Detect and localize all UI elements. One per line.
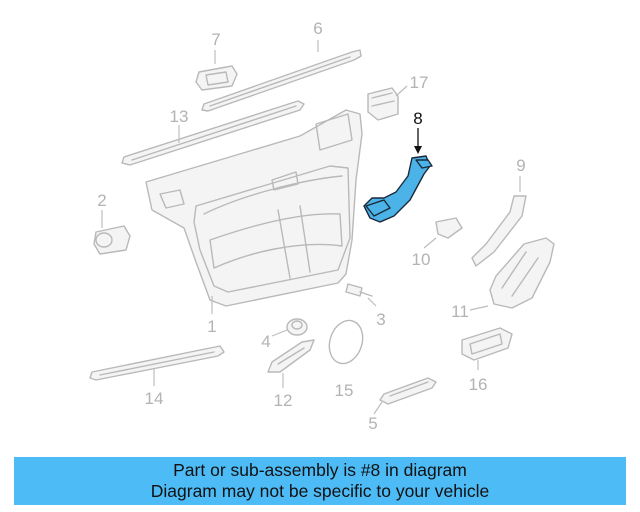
part-10-clip xyxy=(435,217,463,239)
part-2-grommet xyxy=(93,225,131,255)
part-4-cap xyxy=(286,318,308,336)
callout-7: 7 xyxy=(211,30,220,49)
part-15-round-seal xyxy=(328,319,364,365)
callout-14: 14 xyxy=(145,389,164,408)
callout-9: 9 xyxy=(516,156,525,175)
callout-2: 2 xyxy=(97,191,106,210)
callout-4: 4 xyxy=(261,332,270,351)
part-9-pillar-trim xyxy=(471,195,527,267)
callout-8: 8 xyxy=(413,109,422,128)
callout-17: 17 xyxy=(410,73,429,92)
callout-6: 6 xyxy=(313,19,322,38)
part-5-bezel xyxy=(379,377,437,405)
banner-line-1: Part or sub-assembly is #8 in diagram xyxy=(173,460,467,480)
part-13-weatherstrip xyxy=(121,100,305,166)
callout-3: 3 xyxy=(376,310,385,329)
callout-12: 12 xyxy=(274,391,293,410)
callout-5: 5 xyxy=(368,414,377,433)
parts-diagram: 6 7 13 17 1 2 3 xyxy=(89,19,555,433)
callout-1: 1 xyxy=(207,317,216,336)
callout-10: 10 xyxy=(412,250,431,269)
part-12-handle-cover xyxy=(267,339,315,373)
part-3-push-pin xyxy=(345,283,373,297)
part-8-pull-handle[interactable] xyxy=(363,155,433,223)
callout-13: 13 xyxy=(170,107,189,126)
banner-line-2: Diagram may not be specific to your vehi… xyxy=(150,481,490,501)
part-11-armrest xyxy=(489,237,555,309)
part-17-switch xyxy=(367,87,399,121)
part-1-door-panel xyxy=(145,109,363,307)
part-6-trim-strip xyxy=(201,49,362,112)
callout-15: 15 xyxy=(335,381,354,400)
callout-11: 11 xyxy=(451,302,469,321)
part-14-lower-strip xyxy=(89,345,225,381)
callout-16: 16 xyxy=(469,375,488,394)
part-16-handle-housing xyxy=(461,327,513,361)
part-7-bracket xyxy=(195,65,238,91)
info-banner: Part or sub-assembly is #8 in diagram Di… xyxy=(14,457,626,505)
